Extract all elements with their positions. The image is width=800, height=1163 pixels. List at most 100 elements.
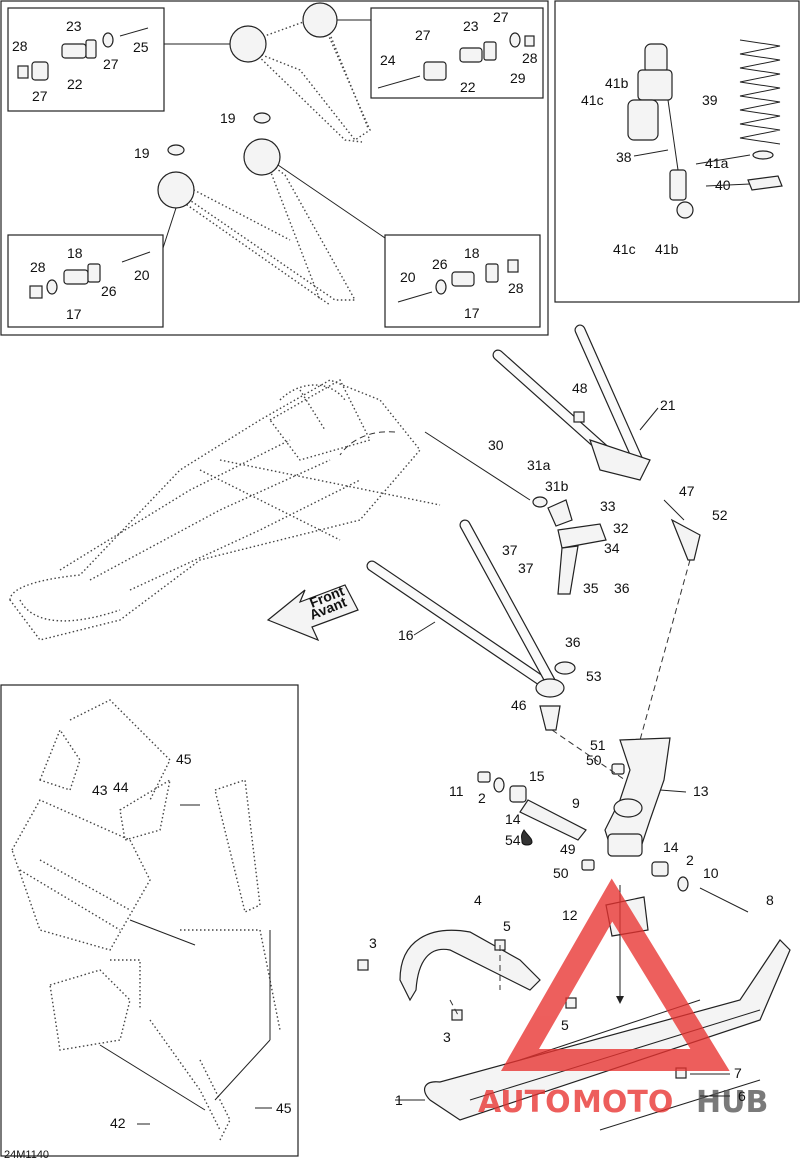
callout-31b: 31b	[545, 478, 569, 494]
exploded-lower-a-arm-16	[366, 519, 576, 698]
leader-lines	[137, 149, 751, 1125]
pivot-circle-upper-right	[302, 2, 338, 38]
callout-24: 24	[380, 52, 396, 68]
callout-27: 27	[103, 56, 119, 72]
callout-44: 44	[113, 779, 129, 795]
callout-50: 50	[586, 752, 602, 768]
callout-labels: 23 25 28 27 22 27 27 27 23 24 28 29 22 1…	[12, 9, 774, 1131]
callout-21: 21	[660, 397, 676, 413]
callout-37-b: 37	[518, 560, 534, 576]
spring-seat-41a	[752, 150, 774, 160]
callout-4: 4	[474, 892, 482, 908]
callout-45-b: 45	[276, 1100, 292, 1116]
exploded-upper-a-arm-21	[492, 324, 651, 481]
callout-50-b: 50	[553, 865, 569, 881]
callout-6: 6	[738, 1088, 746, 1104]
sway-bar-link-30	[339, 431, 573, 527]
ball-joint-52	[663, 499, 701, 561]
callout-35: 35	[583, 580, 599, 596]
callout-2-b: 2	[686, 852, 694, 868]
frame-mount-panel	[0, 684, 299, 1157]
callout-51: 51	[590, 737, 606, 753]
spring-collar-40	[747, 175, 783, 191]
callout-41b-b: 41b	[655, 241, 679, 257]
bushing-stack-bottom-left	[29, 251, 151, 299]
callout-36-b: 36	[565, 634, 581, 650]
callout-25: 25	[133, 39, 149, 55]
coil-spring-drawing	[739, 39, 783, 191]
callout-48: 48	[572, 380, 588, 396]
callout-3-b: 3	[443, 1029, 451, 1045]
callout-11: 11	[449, 783, 464, 799]
callout-38: 38	[616, 149, 632, 165]
callout-17-b: 17	[464, 305, 480, 321]
shock-absorber-drawing	[627, 43, 694, 219]
callout-34: 34	[604, 540, 620, 556]
callout-53: 53	[586, 668, 602, 684]
callout-2: 2	[478, 790, 486, 806]
bushing-inset-bottom-left	[7, 234, 164, 328]
diagram-code: 24M1140	[4, 1149, 49, 1161]
callout-20-b: 20	[400, 269, 416, 285]
lower-a-arm-outline	[157, 138, 357, 306]
callout-26: 26	[101, 283, 117, 299]
callout-37: 37	[502, 542, 518, 558]
ball-joint-46	[539, 705, 561, 731]
callout-41b: 41b	[605, 75, 629, 91]
callout-42: 42	[110, 1115, 126, 1131]
bushing-stack-bottom-right	[397, 259, 519, 303]
callout-5-b: 5	[561, 1017, 569, 1033]
upper-a-arm-outline	[229, 2, 371, 143]
callout-45: 45	[176, 751, 192, 767]
callout-16: 16	[398, 627, 414, 643]
frame-mount-panel-frame	[0, 684, 299, 1157]
callout-30: 30	[488, 437, 504, 453]
callout-9: 9	[572, 795, 580, 811]
callout-14-b: 14	[663, 839, 679, 855]
pivot-circle-lower-left	[157, 171, 195, 209]
callout-28-b: 28	[522, 50, 538, 66]
callout-49: 49	[560, 841, 576, 857]
callout-27-c: 27	[493, 9, 509, 25]
a-arm-detail-panel	[0, 0, 549, 336]
callout-52: 52	[712, 507, 728, 523]
callout-14: 14	[505, 811, 521, 827]
callout-18: 18	[67, 245, 83, 261]
callout-17: 17	[66, 306, 82, 322]
callout-18-b: 18	[464, 245, 480, 261]
callout-13: 13	[693, 783, 709, 799]
a-arm-panel-frame	[0, 0, 549, 336]
callout-12: 12	[562, 907, 578, 923]
bushing-inset-bottom-right	[384, 234, 541, 328]
bushing-inset-top-left	[7, 7, 165, 112]
callout-28-d: 28	[508, 280, 524, 296]
watermark-auto: AUTO	[478, 1085, 571, 1120]
callout-29: 29	[510, 70, 526, 86]
circlip-53	[554, 661, 576, 675]
callout-26-b: 26	[432, 256, 448, 272]
callout-10: 10	[703, 865, 719, 881]
spindle-13	[604, 737, 671, 857]
callout-3: 3	[369, 935, 377, 951]
bushing-31a	[532, 496, 548, 508]
bushing-31b	[547, 499, 573, 527]
callout-8: 8	[766, 892, 774, 908]
callout-15: 15	[529, 768, 545, 784]
callout-41a: 41a	[705, 155, 729, 171]
sway-bar-bracket-32	[557, 523, 607, 595]
bushing-stack-top-left	[17, 27, 149, 81]
grease-drop-54	[521, 829, 533, 846]
bushing-inset-top-right	[370, 7, 544, 99]
shock-panel-frame	[554, 0, 800, 303]
callout-20: 20	[134, 267, 150, 283]
pivot-circle-upper-left	[229, 25, 267, 63]
callout-32: 32	[613, 520, 629, 536]
callout-28-c: 28	[30, 259, 46, 275]
callout-27-b: 27	[32, 88, 48, 104]
watermark-moto: MOTO	[572, 1085, 673, 1120]
callout-22-b: 22	[460, 79, 476, 95]
spindle-hardware	[477, 763, 749, 913]
watermark-hub: HUB	[696, 1085, 768, 1120]
ski-handle-4	[399, 929, 541, 1002]
